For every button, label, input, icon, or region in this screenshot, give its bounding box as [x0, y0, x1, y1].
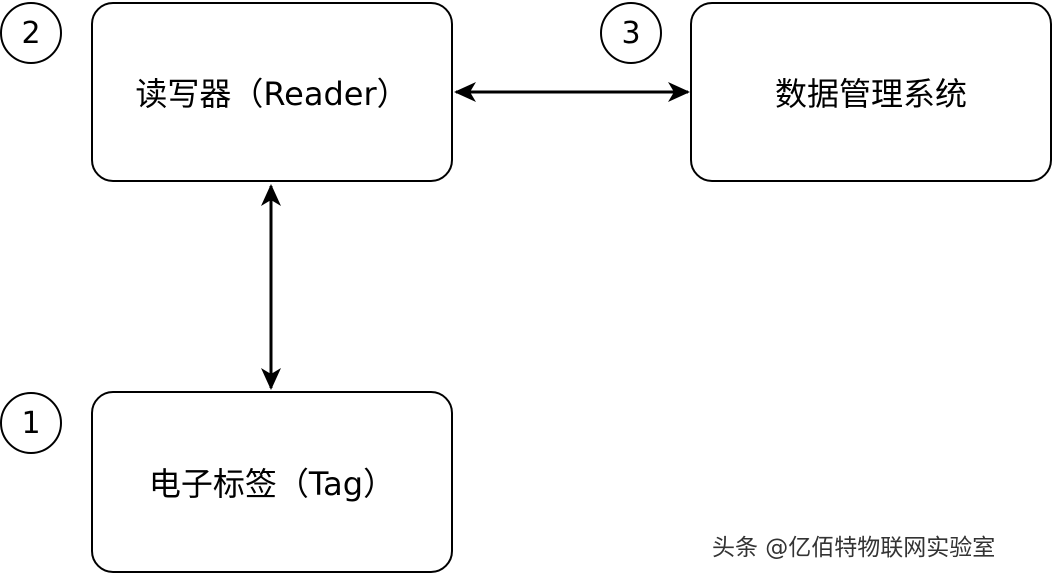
data-mgmt-side-arrowhead-right	[668, 82, 690, 102]
reader-to-tag-arrowhead-top	[261, 184, 281, 206]
reader-to-tag-arrowhead-bottom	[261, 368, 281, 390]
reader-box: 读写器（Reader）	[91, 2, 453, 182]
watermark: 头条 @亿佰特物联网实验室	[712, 535, 996, 561]
tag-box: 电子标签（Tag）	[91, 391, 453, 573]
reader-label: 读写器（Reader）	[135, 75, 409, 113]
data-mgmt-box: 数据管理系统	[690, 2, 1052, 182]
tag-label: 电子标签（Tag）	[148, 465, 396, 503]
data-mgmt-label: 数据管理系统	[774, 75, 967, 113]
reader-side-arrowhead-left	[454, 82, 476, 102]
tag-number-badge: 1	[0, 392, 62, 454]
data-mgmt-number-badge: 3	[600, 2, 662, 64]
reader-number-badge: 2	[0, 2, 62, 64]
